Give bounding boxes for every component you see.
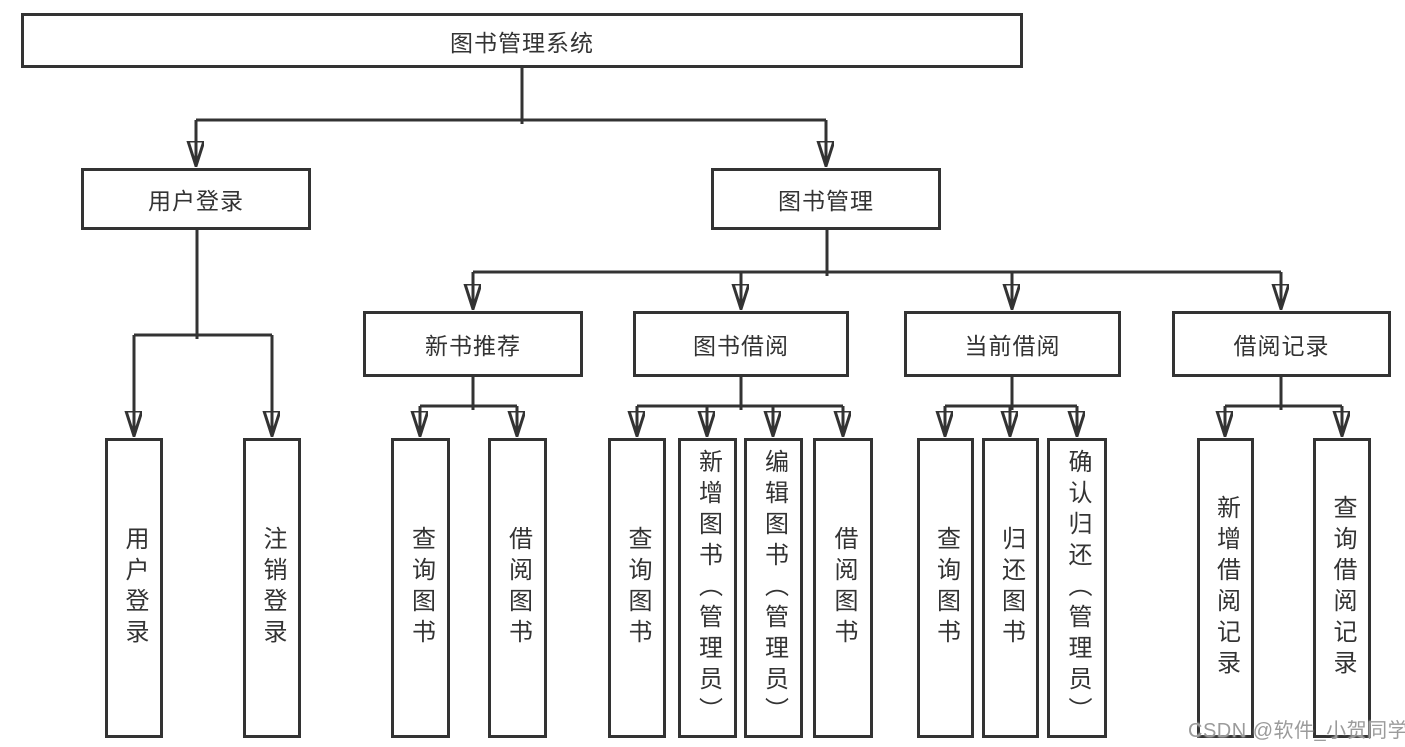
leaf-confirm-return-admin-label: 确认归还（管理员） <box>1064 448 1091 728</box>
leaf-logout: 注销登录 <box>243 438 301 738</box>
leaf-add-books-admin-label: 新增图书（管理员） <box>694 448 722 728</box>
leaf-edit-books-admin-label: 编辑图书（管理员） <box>760 448 788 728</box>
node-root: 图书管理系统 <box>21 13 1023 68</box>
leaf-borrow-borrow-books: 借阅图书 <box>813 438 873 738</box>
leaf-recommend-query-books: 查询图书 <box>391 438 450 738</box>
leaf-query-borrow-record: 查询借阅记录 <box>1313 438 1371 738</box>
node-borrow-records: 借阅记录 <box>1172 311 1391 377</box>
leaf-recommend-borrow-books-label: 借阅图书 <box>504 526 532 650</box>
node-new-book-recommend: 新书推荐 <box>363 311 583 377</box>
leaf-borrow-query-books-label: 查询图书 <box>624 526 651 650</box>
node-book-management-label: 图书管理 <box>778 188 874 214</box>
leaf-borrow-borrow-books-label: 借阅图书 <box>830 526 857 650</box>
node-user-login-group-label: 用户登录 <box>148 188 244 214</box>
node-borrow-records-label: 借阅记录 <box>1233 333 1330 359</box>
leaf-add-borrow-record-label: 新增借阅记录 <box>1212 495 1240 681</box>
leaf-user-login: 用户登录 <box>105 438 163 738</box>
node-user-login-group: 用户登录 <box>81 168 311 230</box>
leaf-borrow-query-books: 查询图书 <box>608 438 666 738</box>
node-current-borrow-label: 当前借阅 <box>964 333 1061 359</box>
leaf-return-books: 归还图书 <box>982 438 1039 738</box>
node-new-book-recommend-label: 新书推荐 <box>425 333 521 359</box>
watermark: CSDN @软件_小贺同学 <box>1188 720 1405 742</box>
node-current-borrow: 当前借阅 <box>904 311 1121 377</box>
node-book-borrow-label: 图书借阅 <box>693 333 789 359</box>
leaf-add-borrow-record: 新增借阅记录 <box>1197 438 1254 738</box>
node-book-management: 图书管理 <box>711 168 941 230</box>
leaf-logout-label: 注销登录 <box>259 526 286 650</box>
leaf-return-books-label: 归还图书 <box>997 526 1025 650</box>
leaf-recommend-query-books-label: 查询图书 <box>407 526 435 650</box>
leaf-query-borrow-record-label: 查询借阅记录 <box>1329 495 1356 681</box>
leaf-user-login-label: 用户登录 <box>121 526 148 650</box>
node-root-label: 图书管理系统 <box>450 29 594 56</box>
leaf-current-query-books-label: 查询图书 <box>932 526 960 650</box>
leaf-confirm-return-admin: 确认归还（管理员） <box>1047 438 1107 738</box>
leaf-add-books-admin: 新增图书（管理员） <box>678 438 737 738</box>
leaf-edit-books-admin: 编辑图书（管理员） <box>744 438 803 738</box>
leaf-recommend-borrow-books: 借阅图书 <box>488 438 547 738</box>
node-book-borrow: 图书借阅 <box>633 311 849 377</box>
leaf-current-query-books: 查询图书 <box>917 438 974 738</box>
